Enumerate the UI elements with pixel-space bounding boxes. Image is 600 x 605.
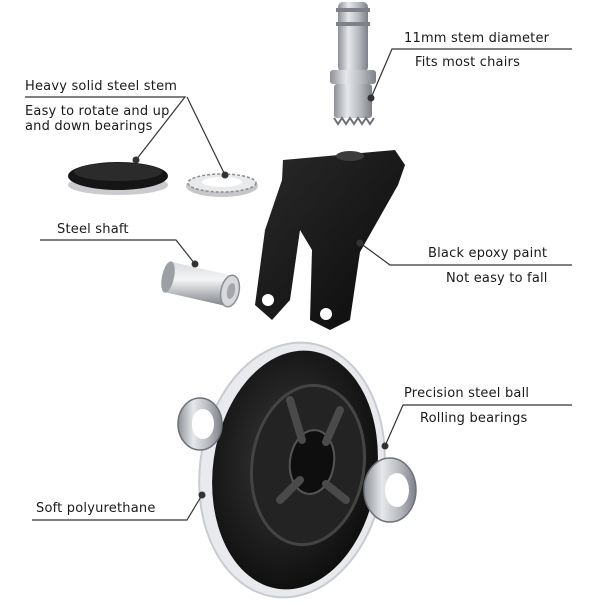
leader-lines — [25, 48, 572, 521]
stem-part — [330, 2, 376, 126]
label-steel-ball: Precision steel ball — [404, 386, 530, 401]
label-steel-shaft: Steel shaft — [57, 222, 129, 237]
label-stem-diameter: 11mm stem diameter — [404, 31, 550, 46]
label-solid-stem: Heavy solid steel stem — [25, 79, 178, 94]
ball-bearing-ring — [186, 173, 258, 197]
leader-steel-shaft — [40, 239, 196, 265]
leader-solid-stem — [25, 96, 187, 161]
leader-dots — [132, 94, 389, 499]
side-bearing-right — [363, 457, 417, 523]
wheel — [198, 341, 386, 599]
steel-shaft — [161, 261, 241, 308]
label-rolling: Rolling bearings — [420, 411, 528, 426]
side-bearing-left — [177, 397, 223, 451]
leader-stem-diameter — [370, 48, 572, 99]
leader-polyurethane — [32, 494, 203, 521]
label-bearings: Easy to rotate and up and down bearings — [25, 104, 170, 134]
leader-epoxy — [359, 242, 572, 266]
label-epoxy: Black epoxy paint — [428, 246, 548, 261]
bearing-cap — [68, 162, 168, 195]
leader-bearings — [186, 96, 226, 176]
leader-steel-ball — [384, 404, 572, 447]
label-polyurethane: Soft polyurethane — [36, 501, 156, 516]
bracket — [255, 150, 405, 330]
label-not-fall: Not easy to fall — [446, 271, 548, 286]
label-fits-chairs: Fits most chairs — [415, 55, 521, 70]
